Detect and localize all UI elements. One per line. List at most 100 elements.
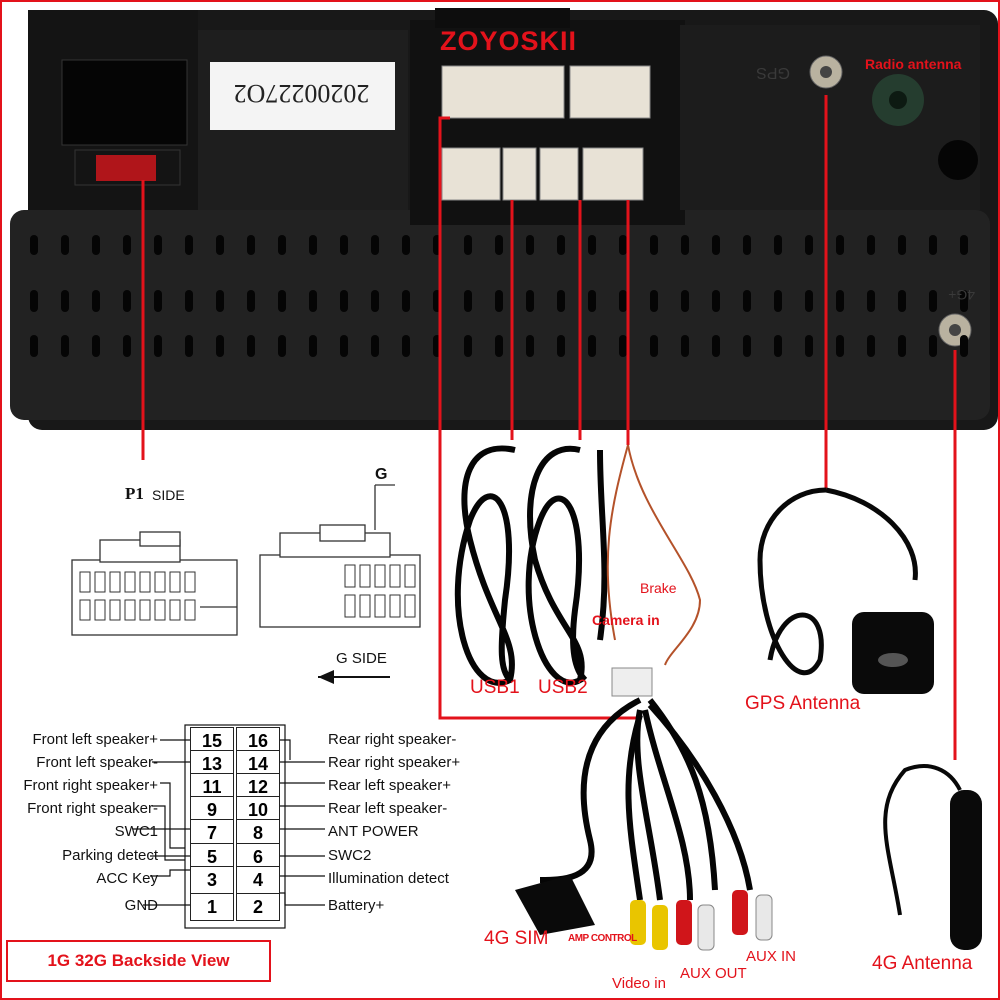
- vent-slot: [836, 335, 844, 357]
- pin-label-5: Parking detect: [62, 847, 158, 864]
- p1-side-label: SIDE: [152, 487, 185, 503]
- vent-slot: [526, 235, 534, 255]
- g-cell: [389, 564, 401, 588]
- g-cell: [374, 594, 386, 618]
- vent-slot: [743, 290, 751, 312]
- vent-slot: [61, 290, 69, 312]
- usb1-label: USB1: [470, 677, 520, 698]
- p1-cell: [109, 599, 121, 621]
- vent-slot: [247, 335, 255, 357]
- vent-slot: [681, 290, 689, 312]
- vent-slot: [867, 290, 875, 312]
- camera-in-label: Camera in: [592, 612, 660, 628]
- video-in-label: Video in: [612, 975, 666, 992]
- vent-slot: [805, 235, 813, 255]
- vent-slot: [30, 235, 38, 255]
- vent-slot: [836, 235, 844, 255]
- sim-label: 4G SIM: [484, 928, 549, 949]
- p1-cell: [79, 599, 91, 621]
- vent-slot: [619, 235, 627, 255]
- vent-slot: [371, 290, 379, 312]
- vent-slot: [836, 290, 844, 312]
- g-cell: [359, 594, 371, 618]
- g-cell: [374, 564, 386, 588]
- vent-slot: [92, 290, 100, 312]
- usb-cables: [454, 445, 608, 686]
- vent-slot: [557, 290, 565, 312]
- vent-slot: [185, 290, 193, 312]
- vent-slot: [92, 335, 100, 357]
- p1-cell: [154, 571, 166, 593]
- gps-marking: GPS: [756, 64, 790, 81]
- p1-cell: [124, 571, 136, 593]
- pin-number-7: 7: [190, 819, 234, 847]
- vent-slot: [805, 290, 813, 312]
- vent-slot: [805, 335, 813, 357]
- g-side-label: G SIDE: [336, 650, 387, 667]
- vent-slot: [154, 235, 162, 255]
- vent-slot: [402, 235, 410, 255]
- vent-slot: [650, 235, 658, 255]
- vent-slot: [185, 235, 193, 255]
- pin-label-12: Rear left speaker+: [328, 777, 451, 794]
- pin-number-1: 1: [190, 893, 234, 921]
- pin-label-16: Rear right speaker-: [328, 731, 457, 748]
- pin-label-7: SWC1: [114, 823, 158, 840]
- vent-slot: [30, 335, 38, 357]
- vent-slot: [278, 235, 286, 255]
- serial-label: 20200227O2: [233, 79, 370, 108]
- vent-slot: [867, 335, 875, 357]
- p1-cell: [139, 571, 151, 593]
- pin-number-4: 4: [236, 866, 280, 894]
- sim-module: [515, 875, 595, 935]
- amp-control-label: AMP CONTROL: [568, 933, 637, 944]
- vent-slot: [247, 235, 255, 255]
- gps-antenna-label: GPS Antenna: [745, 693, 861, 714]
- pin-label-1: GND: [124, 897, 158, 914]
- p1-cell: [139, 599, 151, 621]
- p1-cell: [169, 571, 181, 593]
- brand-label: ZOYOSKII: [440, 26, 578, 56]
- lte-marking: 4G+: [948, 287, 975, 303]
- vent-slot: [650, 335, 658, 357]
- aux-out-label: AUX OUT: [680, 965, 747, 982]
- vent-slot: [712, 335, 720, 357]
- vent-slot: [650, 290, 658, 312]
- vent-slot: [774, 335, 782, 357]
- vent-slot: [123, 335, 131, 357]
- vent-slot: [929, 335, 937, 357]
- p1-cell: [169, 599, 181, 621]
- vent-slot: [960, 235, 968, 255]
- vent-slot: [495, 290, 503, 312]
- vent-slot: [557, 235, 565, 255]
- vent-slot: [929, 235, 937, 255]
- vent-slot: [526, 335, 534, 357]
- p1-cell: [79, 571, 91, 593]
- rca-plugs: [630, 890, 773, 951]
- g-cell: [389, 594, 401, 618]
- lte-antenna-label: 4G Antenna: [872, 953, 973, 974]
- vent-slot: [960, 335, 968, 357]
- vent-slot: [309, 235, 317, 255]
- p1-cell: [109, 571, 121, 593]
- pin-label-11: Front right speaker+: [23, 777, 158, 794]
- vent-slot: [681, 235, 689, 255]
- vent-slot: [61, 335, 69, 357]
- vent-slot: [61, 235, 69, 255]
- vent-slot: [495, 335, 503, 357]
- vent-slot: [743, 235, 751, 255]
- p1-cell: [124, 599, 136, 621]
- vent-slot: [526, 290, 534, 312]
- g-title: G: [375, 466, 388, 483]
- pin-number-3: 3: [190, 866, 234, 894]
- vent-slot: [774, 290, 782, 312]
- vent-slot: [929, 290, 937, 312]
- vent-slot: [309, 290, 317, 312]
- vent-slot: [619, 290, 627, 312]
- pinout-brackets: [133, 724, 325, 929]
- vent-slot: [898, 235, 906, 255]
- vent-slot: [464, 335, 472, 357]
- p1-cell: [94, 599, 106, 621]
